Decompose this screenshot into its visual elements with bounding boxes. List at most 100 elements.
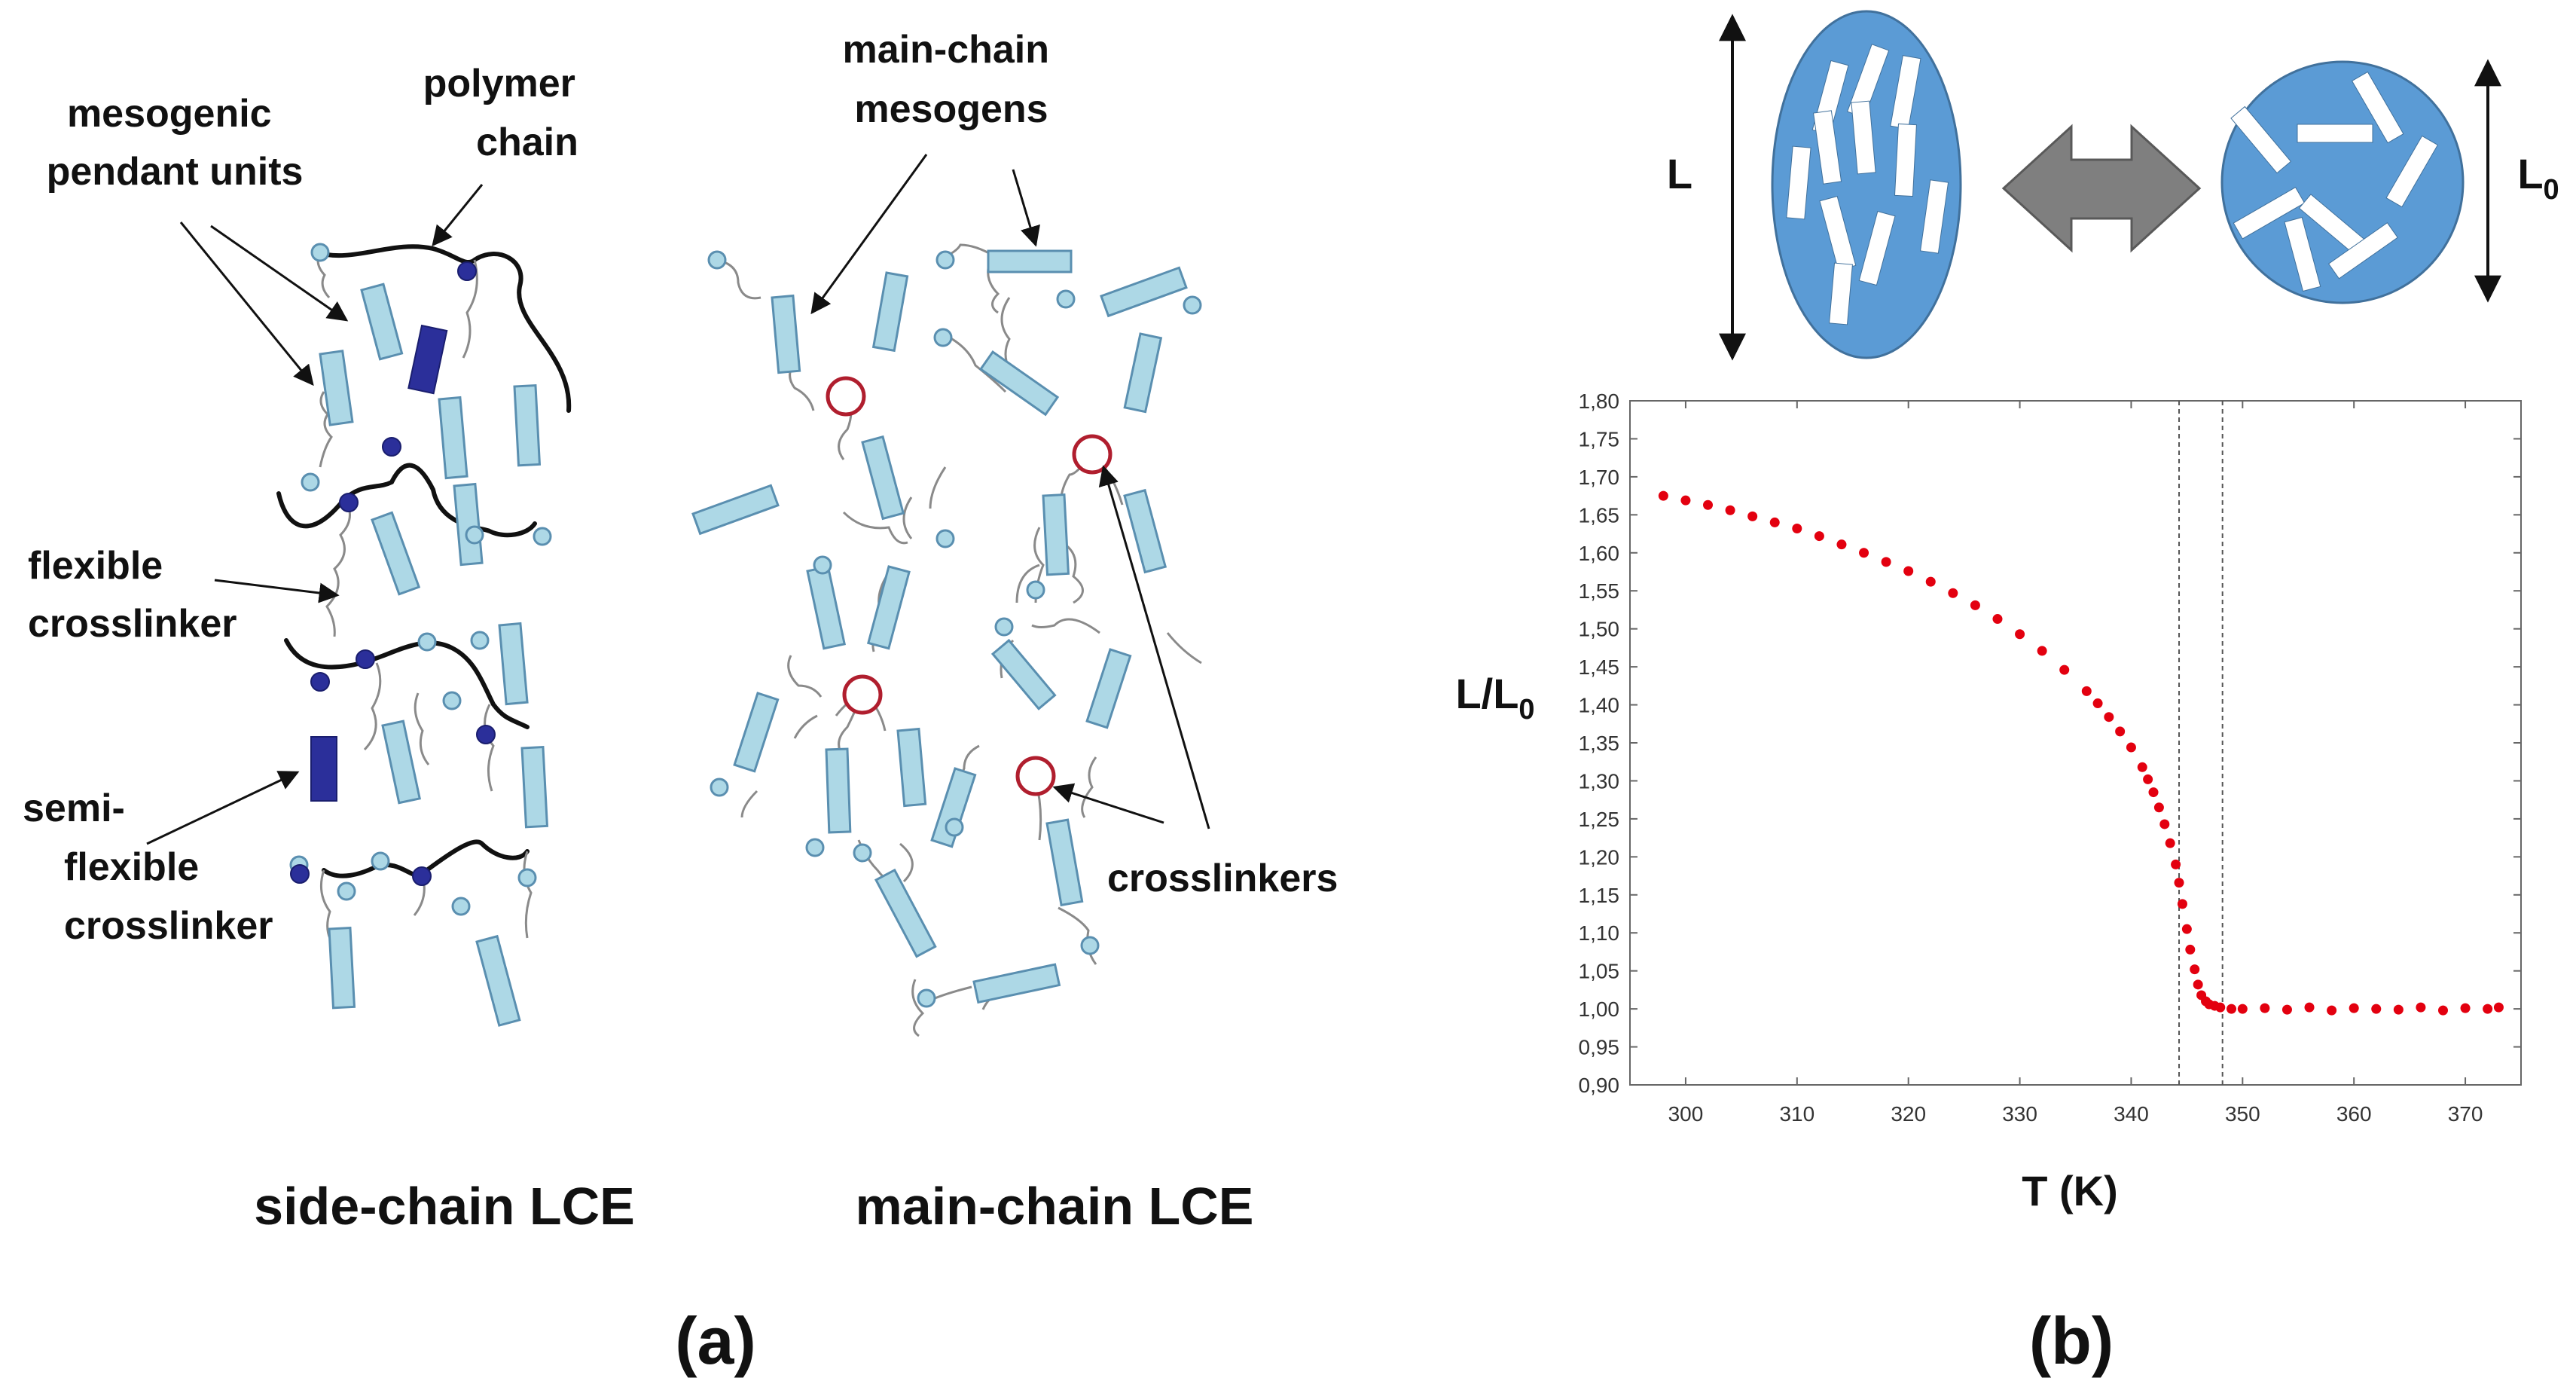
y-tick-label: 1,15 <box>1579 884 1620 907</box>
y-tick-label: 1,40 <box>1579 694 1620 717</box>
data-point <box>2190 964 2200 975</box>
data-point <box>2148 787 2159 798</box>
data-point <box>2165 838 2175 848</box>
data-point <box>1725 505 1735 515</box>
data-point <box>2059 664 2070 675</box>
data-point <box>2416 1002 2426 1013</box>
polymer-chain-arrow <box>432 184 484 247</box>
data-point <box>2393 1004 2404 1015</box>
x-tick-label: 370 <box>2448 1102 2483 1126</box>
data-point <box>1859 548 1869 558</box>
y-tick-label: 0,90 <box>1579 1074 1620 1097</box>
semi-flexible-arrow <box>146 771 300 845</box>
data-point <box>2177 899 2187 909</box>
L-label: L <box>1667 150 1692 197</box>
nematic-mesogens <box>1786 44 1949 325</box>
data-point <box>1680 495 1691 506</box>
x-tick-label: 330 <box>2002 1102 2037 1126</box>
data-point <box>2181 924 2192 934</box>
data-point <box>2281 1004 2292 1015</box>
y-tick-label: 1,80 <box>1579 390 1620 413</box>
y-tick-label: 1,30 <box>1579 769 1620 793</box>
y-tick-label: 0,95 <box>1579 1036 1620 1059</box>
panel-label-b: (b) <box>2029 1303 2114 1378</box>
data-point <box>2227 1004 2237 1014</box>
data-point <box>2193 979 2203 990</box>
data-point <box>1948 588 1958 598</box>
data-point <box>2153 802 2164 813</box>
side-chain-title: side-chain LCE <box>254 1177 635 1236</box>
y-tick-label: 1,70 <box>1579 466 1620 489</box>
data-point <box>2115 726 2126 737</box>
polymer-chain-label: polymer chain <box>423 62 587 164</box>
chart: 0,900,951,001,051,101,151,201,251,301,35… <box>1455 390 2522 1214</box>
x-axis-label: T (K) <box>2022 1167 2118 1214</box>
main-chain-diagram <box>691 243 1202 1037</box>
transition-lines <box>2178 401 2223 1085</box>
y-tick-label: 1,55 <box>1579 579 1620 603</box>
y-tick-label: 1,00 <box>1579 997 1620 1021</box>
data-point <box>2126 742 2136 753</box>
data-point <box>2327 1005 2337 1016</box>
crosslinkers-label: crosslinkers <box>1107 857 1338 900</box>
semi-flexible-label: semi- flexible crosslinker <box>23 787 273 948</box>
x-tick-label: 340 <box>2114 1102 2149 1126</box>
data-point <box>2171 859 2181 869</box>
data-point <box>2081 686 2092 696</box>
y-tick-label: 1,75 <box>1579 427 1620 451</box>
data-point <box>1703 500 1714 510</box>
shape-diagram: L L0 <box>1667 10 2559 361</box>
mesogenic-label: mesogenic pendant units <box>47 92 304 194</box>
data-series <box>1658 490 2504 1016</box>
data-point <box>2015 629 2025 640</box>
data-point <box>2159 819 2170 829</box>
double-arrow <box>2001 124 2202 253</box>
data-point <box>2304 1002 2315 1013</box>
data-point <box>2104 712 2114 723</box>
flexible-crosslinker-label: flexible crosslinker <box>28 544 237 646</box>
isotropic-mesogens <box>2230 71 2439 292</box>
data-point <box>1992 614 2003 625</box>
mesogenic-arrow-1 <box>179 221 314 386</box>
data-point <box>2437 1005 2448 1016</box>
x-tick-label: 320 <box>1891 1102 1926 1126</box>
data-point <box>2174 878 2184 888</box>
mesogenic-arrow-2 <box>210 225 349 322</box>
data-point <box>2143 774 2153 784</box>
data-point <box>2237 1004 2248 1014</box>
data-point <box>1792 523 1802 533</box>
data-point <box>2460 1003 2471 1013</box>
data-point <box>2215 1002 2226 1013</box>
main-chain-title: main-chain LCE <box>856 1177 1254 1236</box>
data-point <box>1881 557 1891 567</box>
data-point <box>1658 490 1668 501</box>
crosslinkers-arrow-1 <box>1098 465 1210 829</box>
data-point <box>1970 600 1980 610</box>
plot-area <box>1629 400 2522 1086</box>
crosslinkers-arrow-2 <box>1052 783 1164 824</box>
data-point <box>2137 762 2147 772</box>
data-point <box>1903 566 1914 576</box>
data-point <box>1925 576 1936 587</box>
y-axis-label: L/L0 <box>1455 670 1534 726</box>
data-point <box>1836 539 1847 550</box>
data-point <box>2185 944 2196 955</box>
x-tick-label: 360 <box>2336 1102 2372 1126</box>
main-mesogens-arrow-1 <box>810 154 928 315</box>
L0-label: L0 <box>2517 150 2559 206</box>
y-tick-label: 1,05 <box>1579 960 1620 983</box>
y-tick-label: 1,50 <box>1579 618 1620 641</box>
data-point <box>2493 1002 2504 1013</box>
y-tick-label: 1,25 <box>1579 808 1620 831</box>
side-chain-diagram <box>276 243 572 1027</box>
y-tick-label: 1,20 <box>1579 845 1620 869</box>
main-mesogens-arrow-2 <box>1012 169 1040 247</box>
data-point <box>1747 511 1758 521</box>
data-point <box>1769 517 1780 527</box>
y-tick-label: 1,10 <box>1579 921 1620 945</box>
data-point <box>2092 698 2103 709</box>
data-point <box>1814 531 1824 542</box>
y-tick-label: 1,60 <box>1579 542 1620 565</box>
